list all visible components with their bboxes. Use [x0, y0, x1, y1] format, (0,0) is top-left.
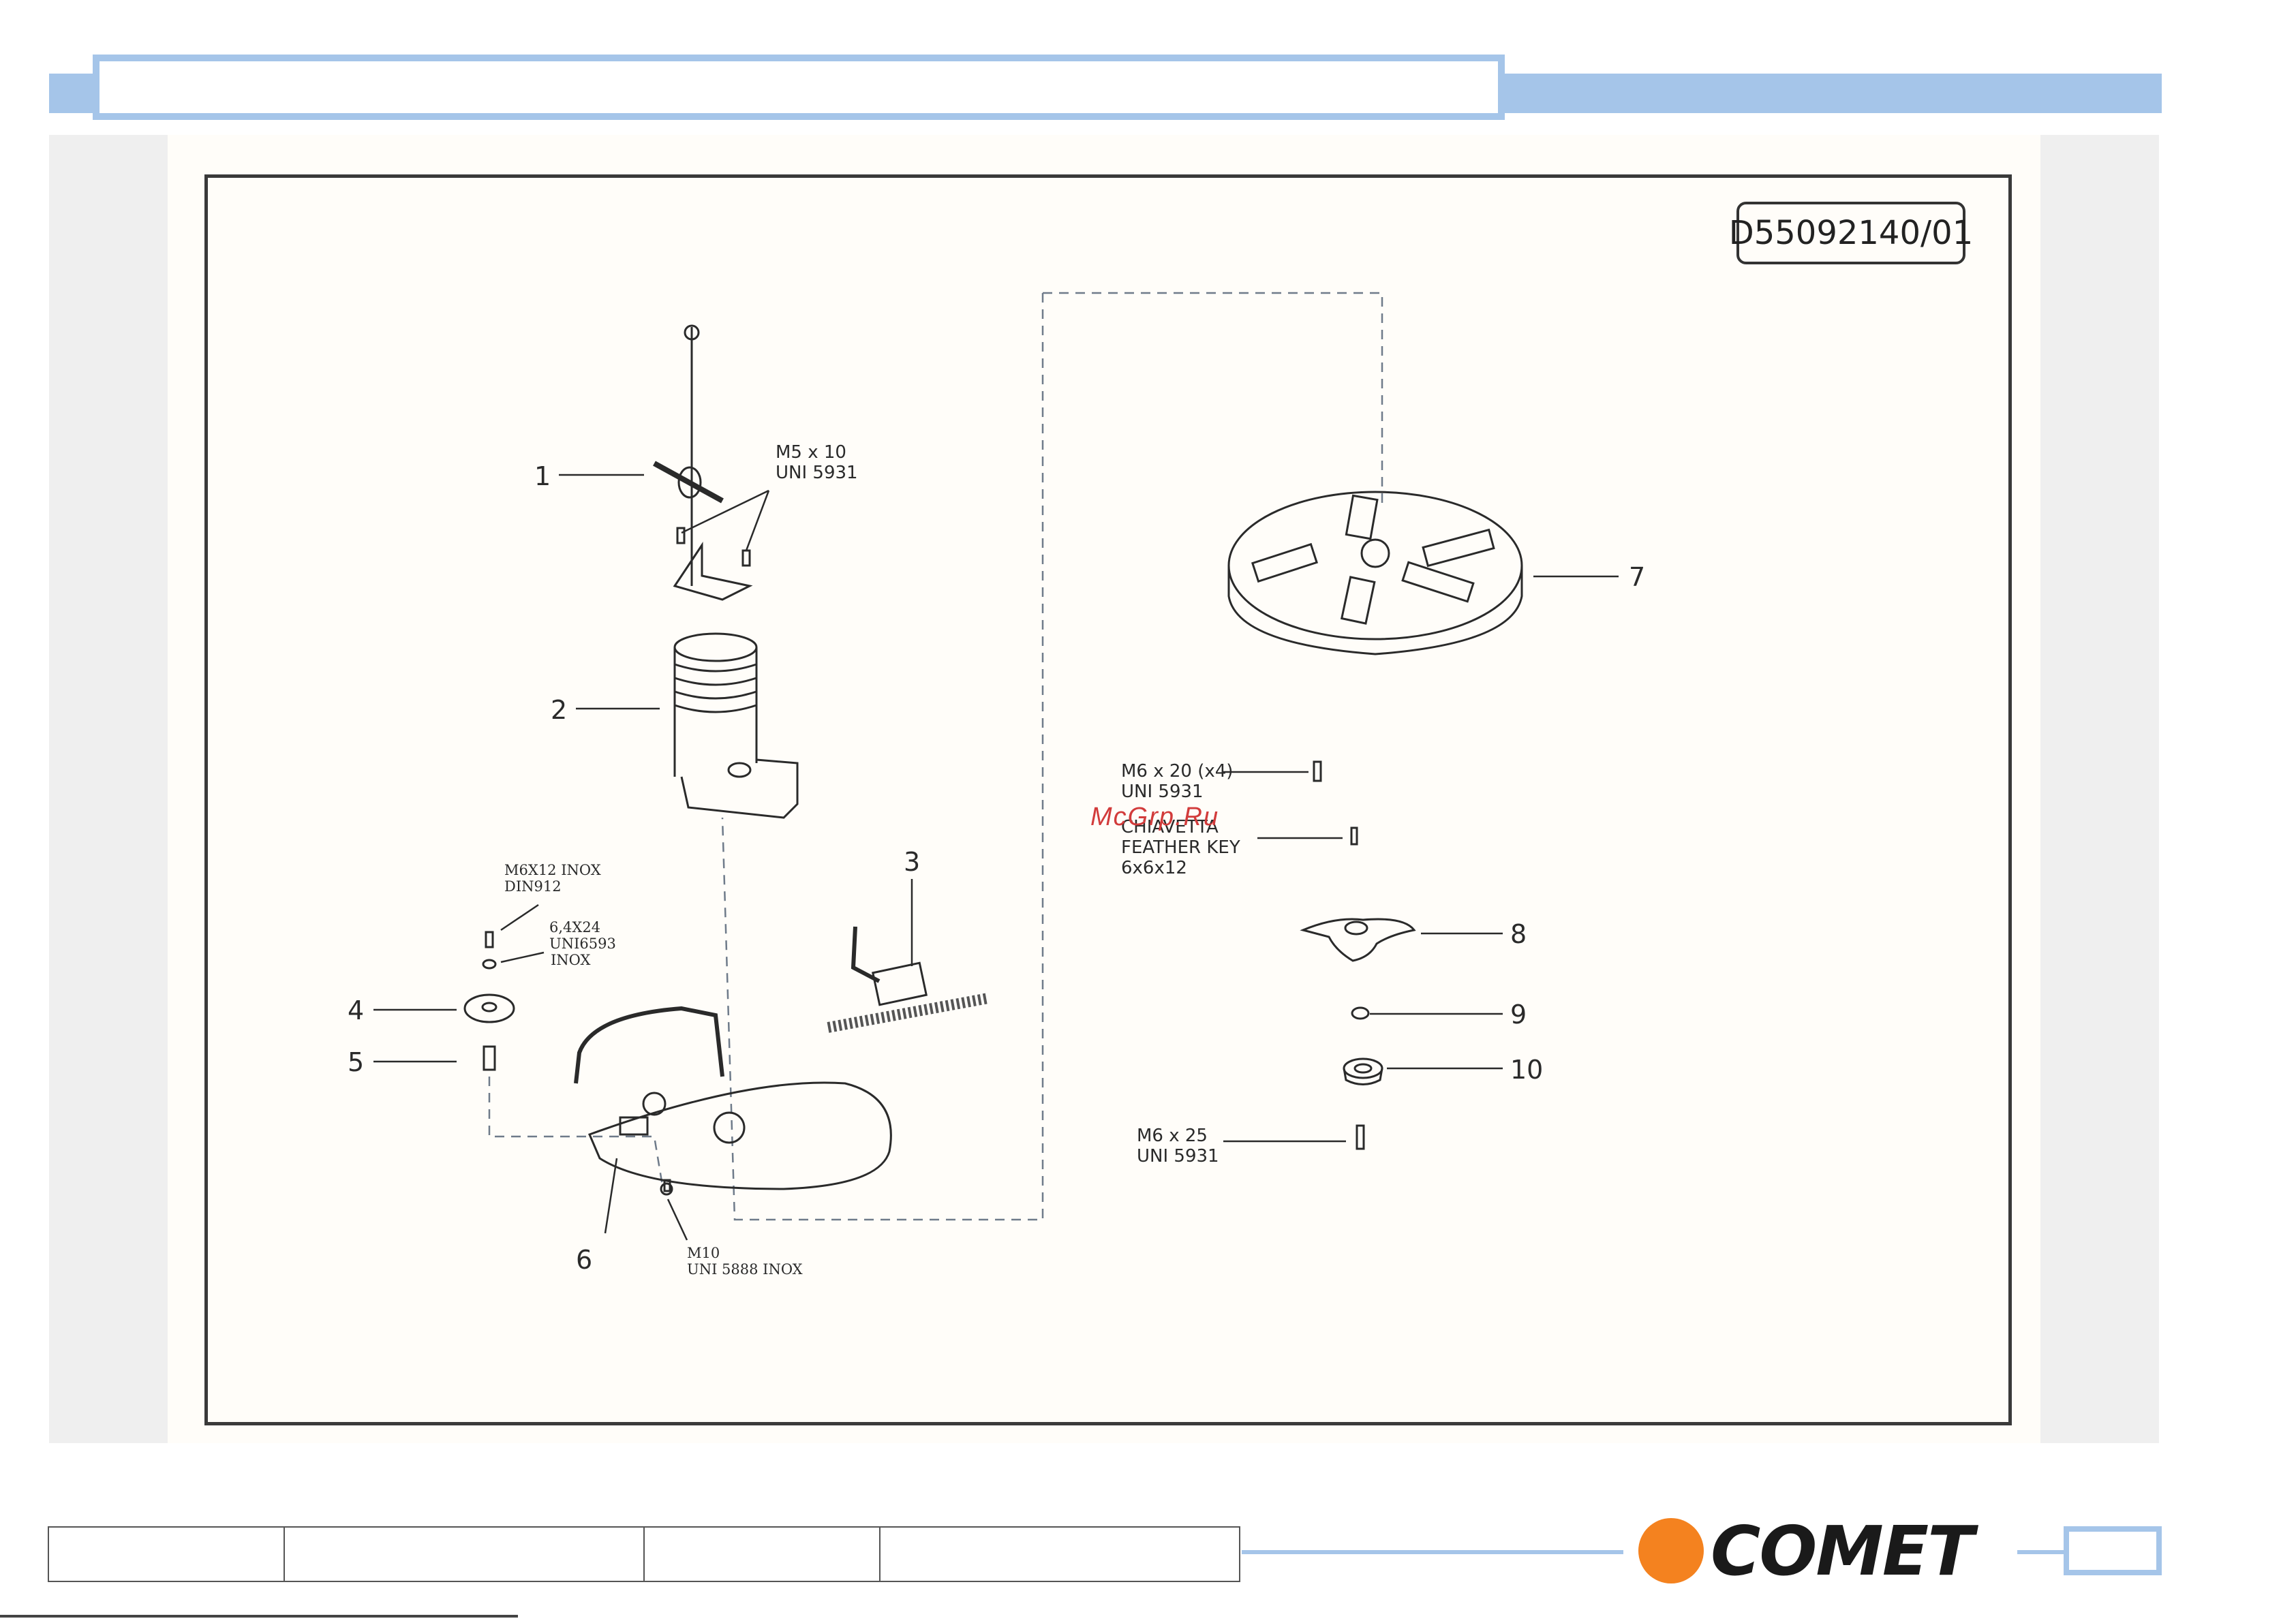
- callout-10: 10: [1510, 1055, 1543, 1085]
- callout-8: 8: [1510, 919, 1527, 949]
- part-6-base-plate: [576, 1008, 891, 1194]
- part-5-spacer: [484, 1047, 495, 1070]
- label-m6x12-screw-size: M6X12 INOX: [504, 862, 601, 878]
- label-m10-nut-size: M10: [687, 1245, 720, 1261]
- page-number-box: [2064, 1526, 2162, 1575]
- footer-info-table: [49, 1526, 1240, 1582]
- label-m6x25-screw-size: M6 x 25: [1137, 1126, 1208, 1146]
- label-washer-size: 6,4X24: [549, 919, 600, 936]
- footer-accent-line: [2017, 1550, 2066, 1554]
- watermark-text: McGrp.Ru: [1090, 803, 1219, 832]
- logo-orange-dot: [1638, 1518, 1704, 1583]
- part-9-nut: [1352, 1008, 1368, 1019]
- footer-accent-line: [1242, 1550, 1623, 1554]
- callout-7: 7: [1629, 562, 1645, 592]
- callout-2: 2: [551, 695, 567, 725]
- callout-5: 5: [348, 1047, 364, 1077]
- callout-1: 1: [534, 461, 551, 491]
- label-m10-nut-standard: UNI 5888 INOX: [687, 1261, 803, 1278]
- part-8-hub: [1303, 919, 1414, 961]
- footer-cell: [879, 1526, 1240, 1582]
- footer-cell: [643, 1526, 881, 1582]
- part-10-bushing: [1344, 1059, 1382, 1085]
- label-m6x20-screw-size: M6 x 20 (x4): [1121, 761, 1233, 782]
- part-2-motor: [675, 634, 797, 818]
- callout-4: 4: [348, 995, 364, 1025]
- label-key-size: 6x6x12: [1121, 858, 1187, 878]
- label-m5-screw-standard: UNI 5931: [776, 463, 858, 483]
- label-m6x25-screw-standard: UNI 5931: [1137, 1146, 1219, 1166]
- label-key-english: FEATHER KEY: [1121, 837, 1240, 858]
- fastener-screws: [664, 762, 1364, 1191]
- label-washer-standard: UNI6593: [549, 936, 616, 952]
- label-washer-material: INOX: [551, 952, 591, 968]
- label-m5-screw-size: M5 x 10: [776, 442, 846, 463]
- part-1-handle-rod: [654, 326, 750, 600]
- part-3-adjuster-screw: [828, 927, 988, 1027]
- brand-logo: COMET: [1711, 1511, 1972, 1591]
- callout-9: 9: [1510, 1000, 1527, 1030]
- footer-cell: [284, 1526, 645, 1582]
- part-7-blade-disc: [1229, 492, 1522, 654]
- assembly-guide-lines: [489, 293, 1382, 1220]
- part-4-washer: [465, 932, 514, 1022]
- label-m6x20-screw-standard: UNI 5931: [1121, 782, 1204, 802]
- bottom-rule: [0, 1615, 518, 1618]
- footer-cell: [48, 1526, 285, 1582]
- callout-3: 3: [904, 847, 920, 877]
- label-m6x12-screw-standard: DIN912: [504, 878, 562, 895]
- callout-6: 6: [576, 1245, 592, 1275]
